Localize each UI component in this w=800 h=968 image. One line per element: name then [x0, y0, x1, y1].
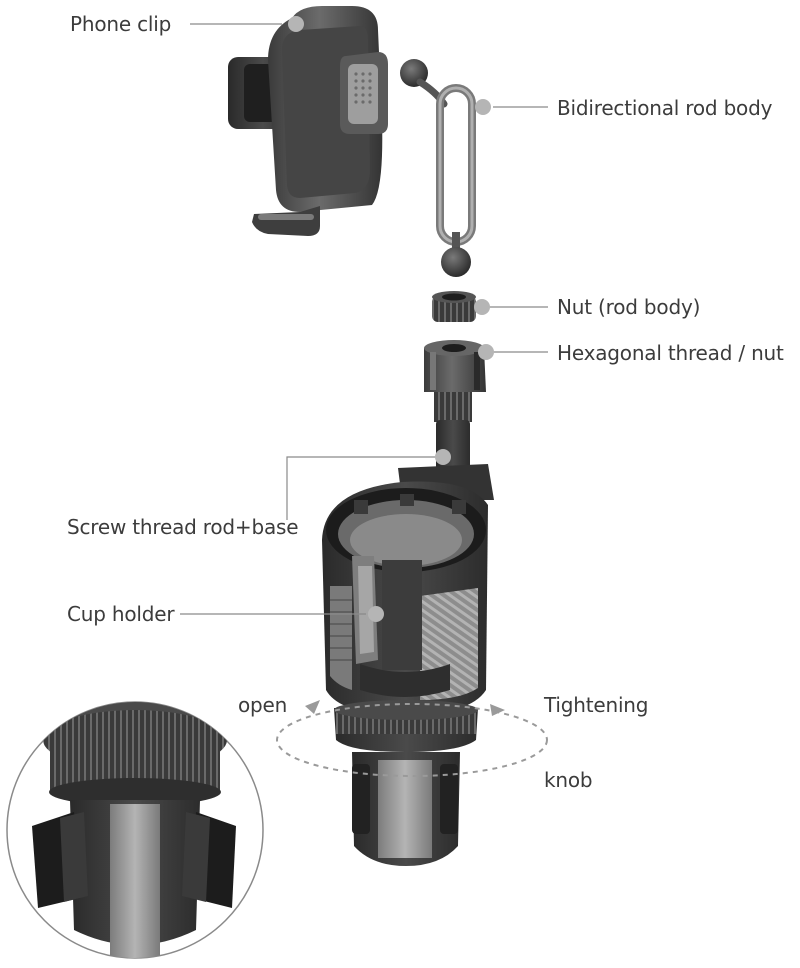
- phone-clip-part: [228, 6, 388, 236]
- label-knob: knob: [544, 768, 593, 792]
- open-arrow-icon: [305, 700, 320, 714]
- detail-inset: [6, 701, 264, 959]
- leader-lines: [180, 23, 548, 615]
- rod-body-part: [400, 59, 476, 277]
- label-cup-holder: Cup holder: [67, 602, 175, 626]
- label-open: open: [238, 693, 288, 717]
- label-tightening: Tightening: [544, 693, 649, 717]
- label-hex-nut: Hexagonal thread / nut: [557, 341, 784, 365]
- label-rod-body: Bidirectional rod body: [557, 96, 773, 120]
- label-nut-rod: Nut (rod body): [557, 295, 701, 319]
- knob-base-part: [334, 700, 478, 866]
- cup-holder-part: [322, 464, 494, 715]
- tighten-arrow-icon: [490, 704, 505, 716]
- nut-part: [432, 291, 476, 322]
- leader-dots: [288, 16, 494, 622]
- rotation-indicator: [276, 700, 548, 777]
- screw-rod-part: [424, 340, 486, 480]
- label-phone-clip: Phone clip: [70, 12, 172, 36]
- label-screw-rod: Screw thread rod+base: [67, 515, 299, 539]
